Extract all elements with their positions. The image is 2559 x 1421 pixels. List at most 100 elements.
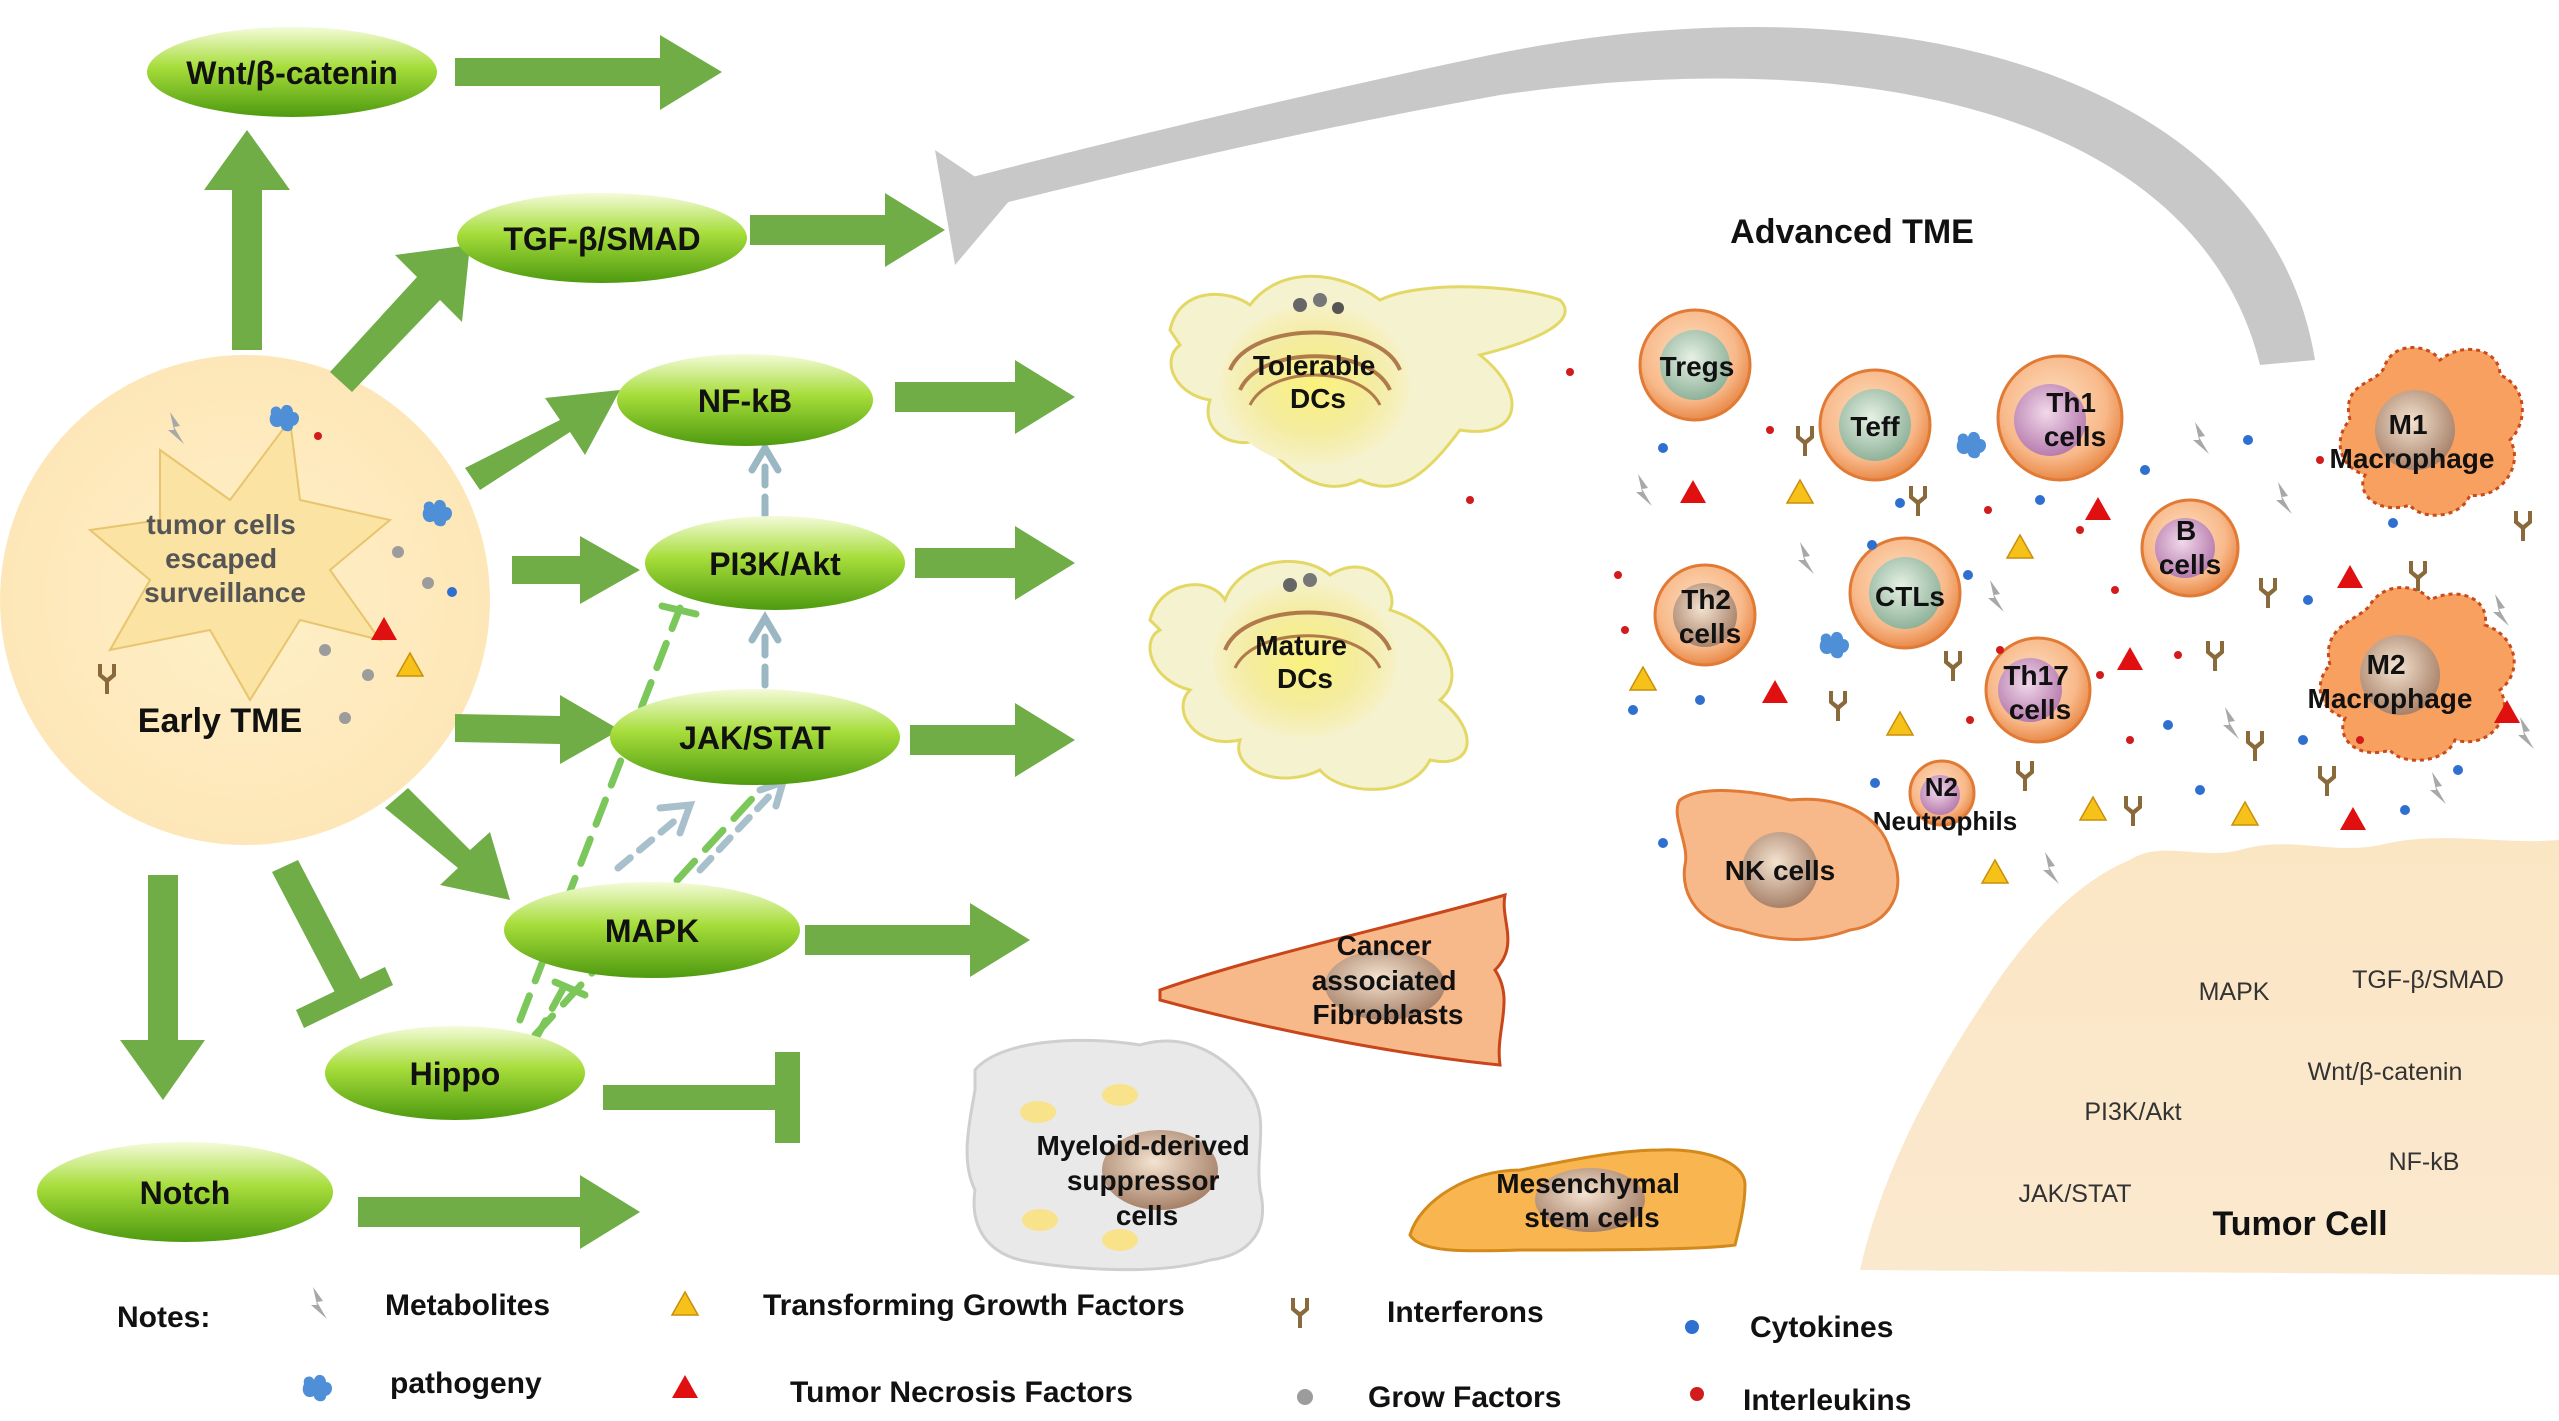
interferon-icon [2259,578,2277,608]
tgf-triangle-icon [2006,534,2034,559]
tgf-triangle-icon [1981,859,2009,884]
interferon-y-icon [1291,1298,1309,1328]
early-tme: tumor cells escaped surveillance Early T… [0,355,490,845]
interleukin-dots [1466,368,2364,744]
svg-text:Teff: Teff [1850,411,1900,442]
metabolite-bolt-icon [2223,707,2239,739]
star-line-1: tumor cells [146,509,295,540]
caf-line-2: associated [1312,965,1457,996]
teff-cell: Teff [1818,368,1932,482]
tumor-cell-label: Tumor Cell [2212,1205,2387,1243]
node-jak: JAK/STAT [610,689,900,785]
tolerable-dcs: Tolerable DCs [1168,274,1567,488]
mature-dcs: Mature DCs [1148,559,1469,791]
tgf-triangle-icon [2231,801,2259,826]
interferon-icon [1796,426,1814,456]
node-tgf: TGF-β/SMAD [457,193,747,283]
metabolite-bolt-icon [1988,580,2004,612]
cytokine-dot-icon [447,587,457,597]
interferon-icon [2206,641,2224,671]
tumor-pathway-tgf: TGF-β/SMAD [2352,966,2504,994]
crosstalk-dashes [516,441,789,1044]
legend-item-metabolites: Metabolites [311,1287,550,1322]
grow-factor-dot-icon [422,577,434,589]
mesenchymal-stem-cells: Mesenchymal stem cells [1408,1148,1747,1253]
interleukin-red-dot-icon [1690,1387,1704,1401]
svg-text:Th17 cells: Th17 cells [2003,660,2076,725]
node-mapk: MAPK [504,882,800,978]
node-wnt: Wnt/β-catenin [147,27,437,117]
mature-dcs-line-2: DCs [1277,663,1333,694]
pathway-nodes: Wnt/β-catenin TGF-β/SMAD NF-kB PI3K/Akt … [37,27,905,1242]
inhibition-arrows [272,860,800,1143]
tgf-triangle-icon [1886,711,1914,736]
svg-text:B cells: B cells [2159,515,2221,580]
nk-cell: NK cells [1675,789,1900,941]
mdsc-line-1: Myeloid-derived [1037,1130,1250,1161]
cytokine-dots [1628,435,2463,848]
metabolite-bolt-icon [1798,542,1814,574]
m2-macrophage: M2 Macrophage [2308,586,2516,762]
metabolite-bolt-icon [2493,594,2509,626]
caf-line-1: Cancer [1337,930,1432,961]
th2-cell: Th2 cells [1653,563,1757,667]
msc-line-1: Mesenchymal [1496,1168,1680,1199]
metabolite-bolt-icon [2430,772,2446,804]
legend-item-pathogeny: pathogeny [302,1367,542,1402]
cancer-associated-fibroblasts: Cancer associated Fibroblasts [1158,892,1510,1067]
node-pi3k: PI3K/Akt [645,516,905,610]
node-nfkb: NF-kB [617,354,873,446]
tnf-triangle-icon [2085,497,2111,520]
escaped-tumor-star [87,417,393,702]
svg-text:M1 Macrophage: M1 Macrophage [2330,409,2495,474]
svg-text:TGF-β/SMAD: TGF-β/SMAD [503,221,700,257]
tnf-triangle-icon [2117,647,2143,670]
grow-factor-dot-icon [319,644,331,656]
svg-text:Grow Factors: Grow Factors [1368,1381,1561,1414]
svg-text:MAPK: MAPK [605,913,699,949]
svg-text:Notch: Notch [140,1175,231,1211]
svg-text:PI3K/Akt: PI3K/Akt [709,546,841,582]
legend: Notes: Metabolites Transforming Growth F… [117,1287,1911,1417]
svg-text:CTLs: CTLs [1875,581,1945,612]
svg-text:Wnt/β-catenin: Wnt/β-catenin [186,55,398,91]
tumor-pathway-mapk: MAPK [2199,978,2270,1006]
svg-text:Mature DCs: Mature DCs [1255,630,1355,694]
tnf-red-triangle-icon [672,1375,698,1398]
msc-line-2: stem cells [1524,1202,1659,1233]
svg-text:Mesenchymal stem cells: Mesenchymal stem cells [1496,1168,1687,1233]
tgf-triangle-icon [1786,479,1814,504]
svg-text:tumor cells escaped: tumor cells escaped surveillance [144,509,306,608]
tumor-cell: MAPK TGF-β/SMAD Wnt/β-catenin PI3K/Akt N… [1860,838,2559,1275]
svg-text:Cytokines: Cytokines [1750,1311,1893,1344]
n2-neutrophil: N2 Neutrophils [1873,759,2017,836]
tumor-pathway-jak: JAK/STAT [2019,1180,2132,1208]
th17-cell: Th17 cells [1984,636,2092,744]
interferon-icon [2514,511,2532,541]
interferon-icon [2318,766,2336,796]
pathogen-blue-blob-icon [302,1374,332,1402]
grow-factor-gray-dot-icon [1297,1389,1313,1405]
interferon-icon [2246,731,2264,761]
legend-item-cytokines: Cytokines [1685,1311,1893,1344]
mdsc-line-3: cells [1116,1200,1178,1231]
advanced-tme-title: Advanced TME [1730,213,1974,251]
interleukin-dot-icon [314,432,322,440]
star-line-3: surveillance [144,577,306,608]
tgf-yellow-triangle-icon [671,1291,699,1316]
cytokine-blue-dot-icon [1685,1320,1699,1334]
svg-text:Th1 cells: Th1 cells [2044,387,2106,452]
tregs-cell: Tregs [1638,308,1752,422]
metabolite-bolt-icon [2276,482,2292,514]
svg-text:Interleukins: Interleukins [1743,1384,1911,1417]
interferon-icon [1909,486,1927,516]
metabolites-bolt-icon [311,1287,327,1319]
tumor-pathway-nfkb: NF-kB [2389,1148,2460,1176]
interferon-icon [1829,691,1847,721]
tnf-triangle-icon [2340,807,2366,830]
th1-cell: Th1 cells [1996,354,2124,482]
svg-text:Interferons: Interferons [1387,1296,1544,1329]
node-hippo: Hippo [325,1026,585,1120]
tumor-pathway-pi3k: PI3K/Akt [2084,1098,2181,1126]
